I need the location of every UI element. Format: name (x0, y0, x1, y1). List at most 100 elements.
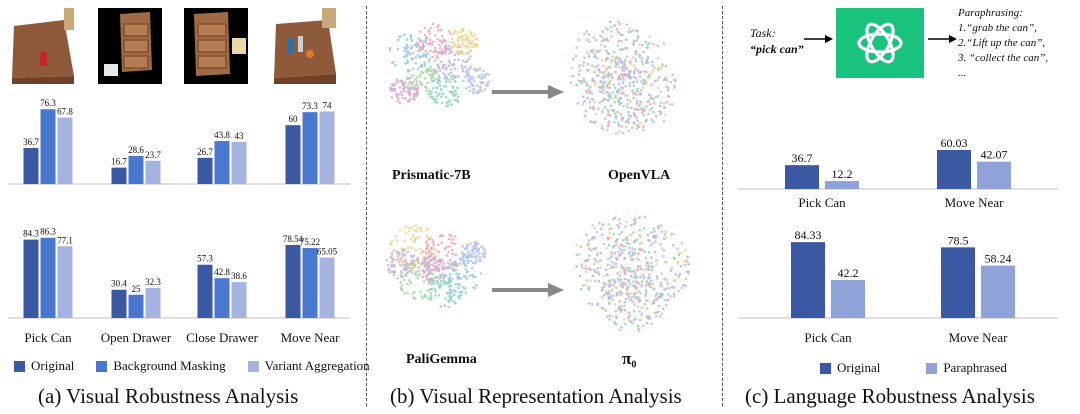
legend-swatch-original-c (820, 362, 831, 374)
scatter-point (628, 100, 632, 103)
scatter-point (390, 251, 394, 255)
scene-photo-move-near (272, 8, 336, 84)
scatter-point (622, 248, 626, 252)
scatter-point (427, 29, 431, 32)
scatter-point (647, 266, 651, 269)
scatter-point (637, 329, 641, 333)
scatter-point (640, 111, 644, 115)
scatter-point (610, 73, 613, 76)
scatter-point (602, 77, 605, 80)
scatter-point (587, 302, 591, 305)
scatter-point (428, 41, 432, 45)
scatter-point (640, 283, 644, 286)
scatter-point (434, 98, 438, 101)
scatter-point (580, 287, 583, 291)
scatter-point (406, 83, 410, 86)
scatter-point (403, 254, 407, 257)
scatter-point (617, 75, 621, 78)
scatter-point (629, 298, 632, 302)
scatter-point (606, 128, 609, 132)
scatter-point (405, 38, 409, 41)
scatter-point (462, 261, 465, 265)
scatter-point (460, 64, 464, 68)
scatter-point (687, 262, 691, 266)
scatter-point (479, 259, 482, 263)
scatter-point (644, 264, 648, 267)
scatter-point (618, 218, 621, 221)
scatter-point (435, 282, 439, 285)
data-label: 28.6 (128, 145, 144, 155)
scatter-point (448, 52, 451, 55)
tick-label: Move Near (281, 330, 341, 345)
data-label: 60 (289, 114, 299, 124)
scatter-point (447, 59, 451, 62)
scatter-point (596, 303, 599, 306)
scatter-point (616, 110, 619, 114)
scatter-point (648, 239, 651, 243)
legend-label-paraphrased: Paraphrased (943, 360, 1007, 375)
scatter-point (660, 230, 664, 233)
scatter-point (388, 46, 392, 50)
scatter-point (632, 64, 635, 67)
scatter-point (470, 31, 473, 35)
scatter-point (399, 257, 403, 260)
scatter-point (448, 288, 452, 292)
scatter-point (614, 117, 618, 120)
scatter-point (612, 50, 616, 54)
scatter-point (669, 80, 673, 84)
scatter-point (659, 283, 662, 287)
scatter-point (407, 91, 410, 94)
model-name-paligemma: PaliGemma (406, 352, 477, 367)
scatter-point (466, 259, 470, 263)
scatter-point (590, 302, 594, 306)
scatter-point (456, 50, 460, 53)
scatter-point (432, 72, 436, 76)
scatter-point (594, 38, 598, 42)
scatter-point (599, 266, 602, 269)
scatter-point (431, 87, 435, 90)
scatter-point (610, 97, 613, 100)
scatter-point (640, 43, 644, 47)
scatter-point (591, 50, 594, 53)
scatter-paligemma (385, 224, 487, 309)
scatter-point (599, 35, 602, 38)
scatter-point (389, 242, 393, 246)
scatter-point (650, 264, 653, 268)
scatter-point (601, 30, 605, 33)
data-label: 42.2 (838, 266, 859, 280)
scatter-point (632, 280, 635, 283)
scatter-point (428, 57, 432, 61)
scatter-point (452, 293, 456, 297)
scatter-point (603, 282, 607, 286)
scatter-point (587, 87, 590, 91)
scatter-point (632, 122, 636, 125)
scatter-point (451, 278, 454, 281)
scatter-point (642, 324, 645, 328)
scatter-point (677, 253, 681, 257)
scatter-point (635, 80, 639, 83)
scatter-point (619, 97, 622, 101)
scatter-point (474, 241, 478, 244)
scatter-point (601, 82, 605, 86)
scatter-point (454, 260, 457, 263)
scatter-point (430, 91, 434, 94)
scatter-point (436, 101, 439, 104)
scatter-point (450, 241, 454, 245)
scatter-point (449, 68, 453, 71)
scatter-point (636, 265, 640, 268)
scatter-point (471, 245, 474, 248)
scatter-point (585, 84, 589, 87)
scatter-point (632, 70, 636, 73)
scatter-point (430, 69, 433, 73)
scatter-point (456, 39, 460, 43)
scatter-point (404, 232, 408, 235)
data-label: 12.2 (832, 167, 853, 181)
scatter-point (452, 74, 456, 77)
scatter-point (474, 258, 478, 261)
scatter-point (416, 54, 420, 57)
scatter-point (633, 272, 637, 275)
scatter-point (412, 95, 416, 98)
scatter-point (594, 270, 597, 274)
scatter-point (433, 267, 436, 271)
scatter-point (635, 276, 638, 280)
